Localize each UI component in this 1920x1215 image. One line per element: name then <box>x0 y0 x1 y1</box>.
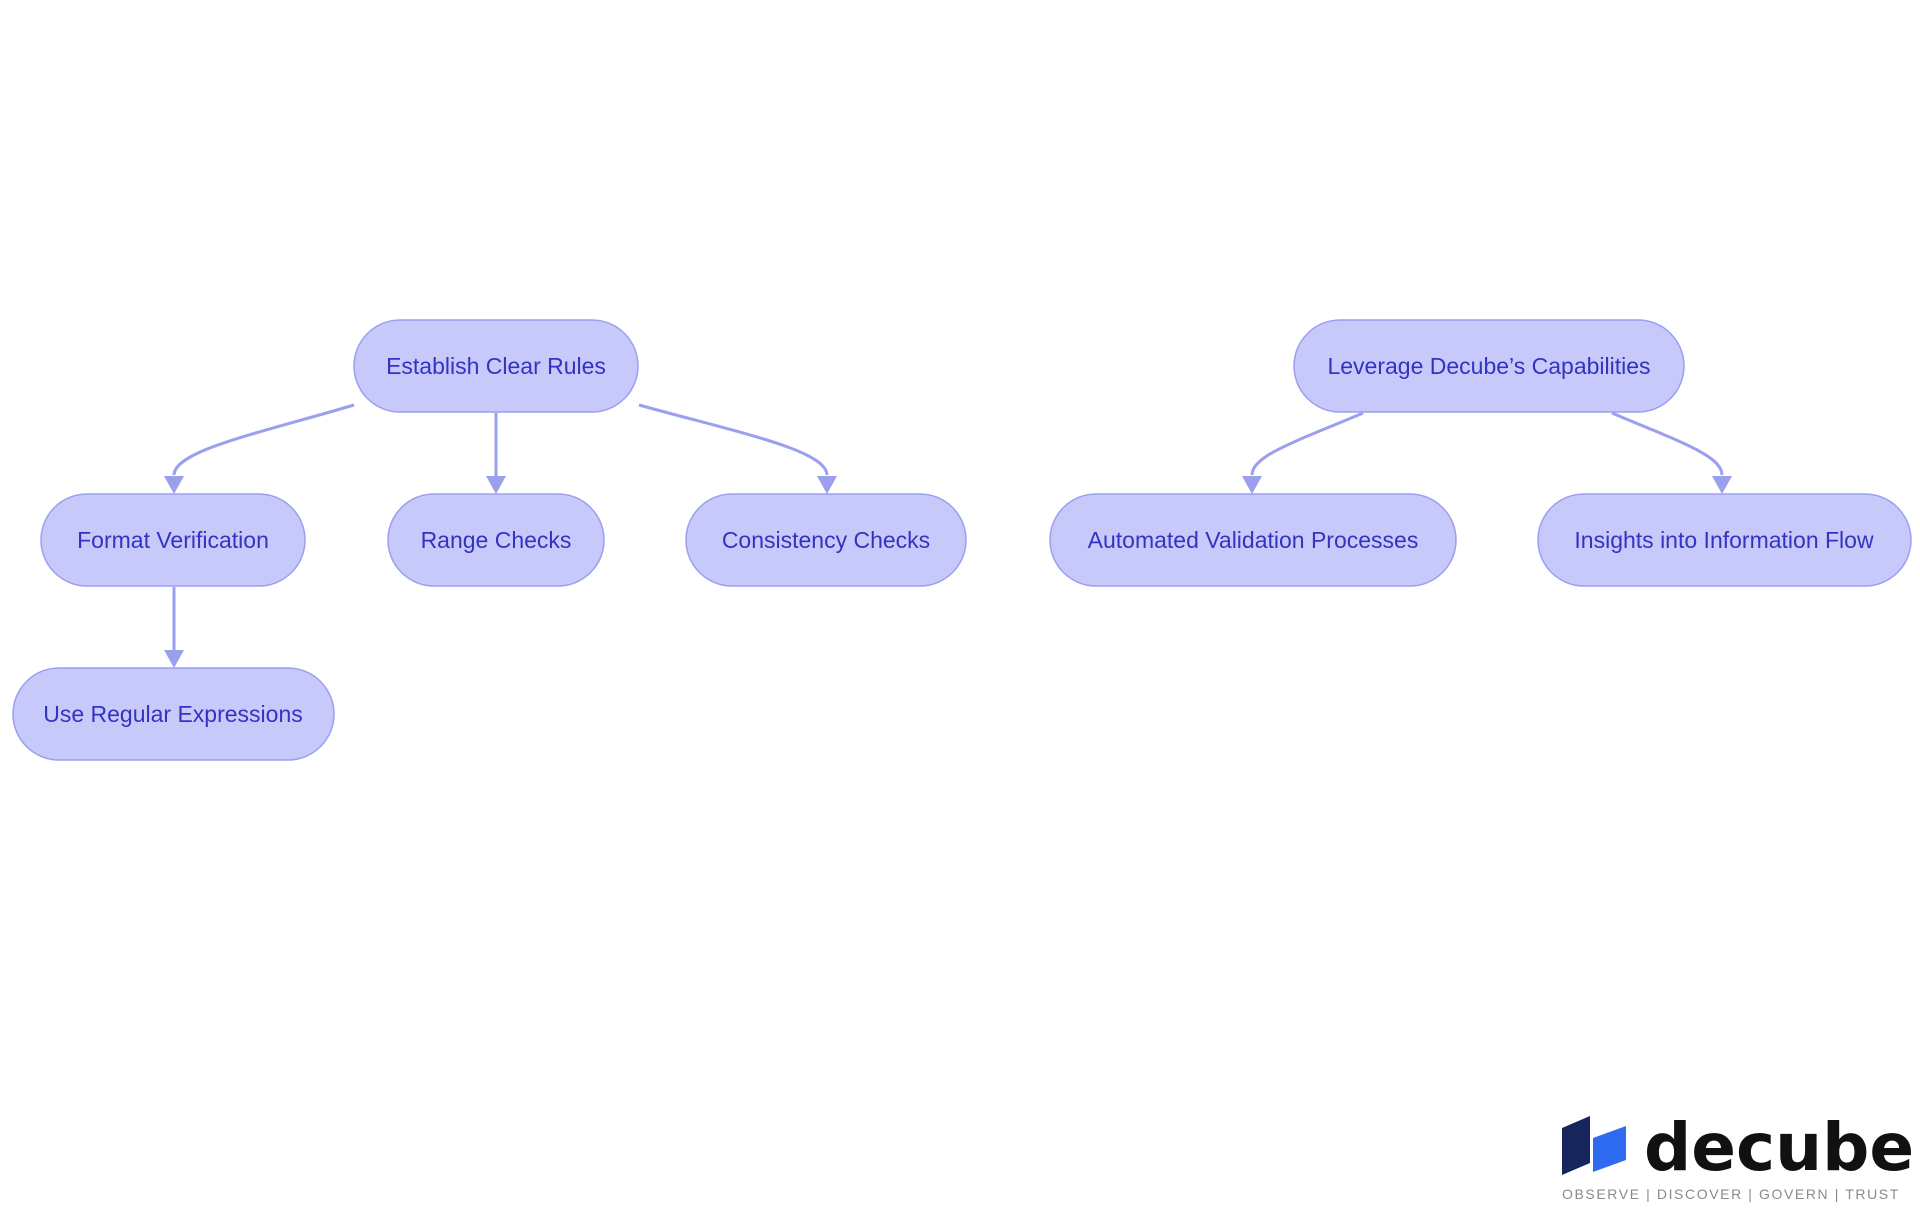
node-use-regular-expressions[interactable]: Use Regular Expressions <box>12 667 335 761</box>
node-label: Insights into Information Flow <box>1574 527 1874 553</box>
node-label: Range Checks <box>421 527 572 553</box>
arrowhead-automated-validation <box>1242 476 1262 494</box>
edges <box>164 403 1732 668</box>
edge-establish-to-format <box>172 403 355 476</box>
edge-leverage-to-insights <box>1611 411 1724 476</box>
node-label: Use Regular Expressions <box>43 701 303 727</box>
node-consistency-checks[interactable]: Consistency Checks <box>685 493 967 587</box>
node-label: Establish Clear Rules <box>386 353 606 379</box>
edge-leverage-to-automated <box>1250 411 1364 476</box>
node-label: Consistency Checks <box>722 527 930 553</box>
decube-logo: decube OBSERVE | DISCOVER | GOVERN | TRU… <box>1562 1109 1914 1202</box>
node-format-verification[interactable]: Format Verification <box>40 493 306 587</box>
decube-mark-icon <box>1562 1116 1626 1175</box>
node-leverage-decube-capabilities[interactable]: Leverage Decube’s Capabilities <box>1293 319 1685 413</box>
edge-establish-to-consistency <box>638 403 829 476</box>
node-establish-clear-rules[interactable]: Establish Clear Rules <box>353 319 639 413</box>
logo-tagline: OBSERVE | DISCOVER | GOVERN | TRUST <box>1562 1186 1900 1202</box>
arrowhead-use-regular-expressions <box>164 650 184 668</box>
node-range-checks[interactable]: Range Checks <box>387 493 605 587</box>
node-label: Format Verification <box>77 527 269 553</box>
node-label: Leverage Decube’s Capabilities <box>1327 353 1650 379</box>
node-insights-into-information-flow[interactable]: Insights into Information Flow <box>1537 493 1912 587</box>
arrowhead-format-verification <box>164 476 184 494</box>
node-automated-validation-processes[interactable]: Automated Validation Processes <box>1049 493 1457 587</box>
arrowhead-consistency-checks <box>817 476 837 494</box>
nodes: Establish Clear Rules Format Verificatio… <box>12 319 1912 761</box>
node-label: Automated Validation Processes <box>1088 527 1419 553</box>
arrowhead-insights-information-flow <box>1712 476 1732 494</box>
arrowhead-range-checks <box>486 476 506 494</box>
logo-wordmark: decube <box>1644 1109 1914 1186</box>
